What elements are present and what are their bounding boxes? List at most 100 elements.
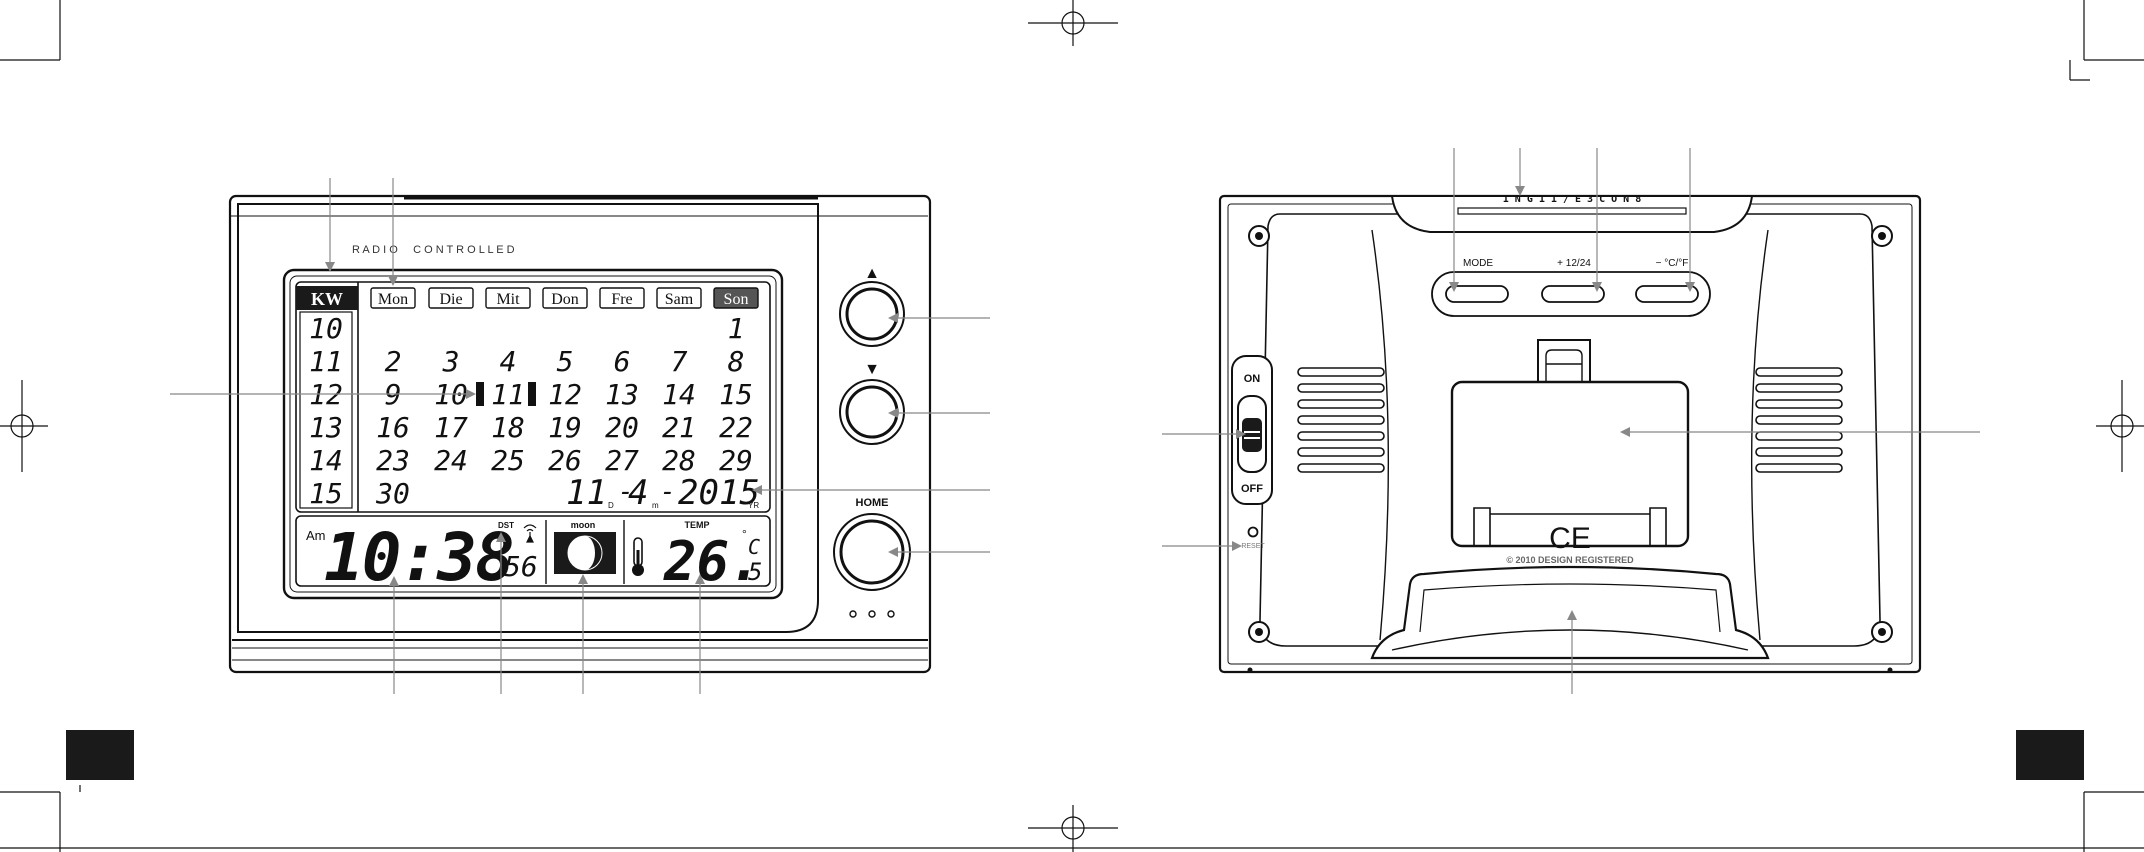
calendar-day-selected: 11 — [491, 378, 525, 411]
temp-decimal: 5 — [748, 558, 762, 586]
date-month: 4 — [628, 473, 648, 513]
day-header-mon: Mon — [378, 291, 408, 308]
calendar-day: 20 — [605, 411, 639, 444]
mode-label: MODE — [1463, 258, 1493, 269]
week-number: 11 — [309, 345, 343, 378]
calendar-day: 18 — [491, 411, 525, 444]
day-header-sam: Sam — [665, 291, 694, 308]
svg-text:-: - — [660, 477, 676, 507]
selected-day-brackets — [476, 382, 536, 406]
unit-button[interactable] — [1635, 285, 1699, 303]
calendar-day: 26 — [548, 444, 582, 477]
calendar-day: 15 — [719, 378, 753, 411]
svg-text:-: - — [618, 477, 634, 507]
week-header: KW — [311, 289, 343, 309]
calendar-day: 7 — [671, 345, 688, 378]
week-number: 14 — [309, 444, 343, 477]
button-up-symbol: ▲ — [864, 265, 880, 282]
ce-mark: CE — [1549, 522, 1591, 555]
day-header-die: Die — [439, 291, 462, 308]
display-code: 1 N G 1 1 / E 3 C O N 8 — [1503, 194, 1641, 205]
date-year: 2015 — [678, 473, 760, 513]
vent-slot — [1755, 383, 1843, 393]
week-header-badge — [296, 286, 358, 310]
day-header-fre: Fre — [611, 291, 632, 308]
calendar-day: 13 — [605, 378, 639, 411]
vent-slot — [1755, 399, 1843, 409]
registration-mark-right — [2096, 380, 2144, 472]
screw-icons — [1247, 225, 1893, 673]
battery-door[interactable] — [1450, 380, 1690, 548]
down-button[interactable] — [839, 379, 905, 445]
stand-clip — [1537, 339, 1591, 384]
registration-mark-left — [0, 380, 48, 472]
time-dst: DST — [498, 521, 514, 530]
vent-slot — [1297, 383, 1385, 393]
vent-slot — [1755, 431, 1843, 441]
calendar-day: 21 — [662, 411, 696, 444]
calendar-day: 17 — [434, 411, 468, 444]
date-day: 11 — [566, 473, 607, 513]
vent-slots-right — [1755, 367, 1843, 473]
calendar-day: 27 — [605, 444, 639, 477]
calendar-day: 23 — [376, 444, 410, 477]
vent-slot — [1755, 463, 1843, 473]
hour-format-button[interactable] — [1541, 285, 1605, 303]
calendar-day: 16 — [376, 411, 410, 444]
registration-mark-top — [1028, 0, 1118, 46]
day-header-box — [656, 287, 702, 309]
back-stand — [1370, 565, 1770, 660]
date-readout: 11 D 4 - m - 2015 YR — [566, 473, 760, 513]
calendar-day: 30 — [375, 477, 410, 510]
time-display: 10:38 — [324, 519, 513, 596]
day-header-box — [428, 287, 474, 309]
vent-slot — [1297, 431, 1385, 441]
reset-label: RESET — [1241, 543, 1265, 550]
calendar-day: 5 — [557, 345, 574, 378]
page-tab-left — [66, 730, 134, 780]
calendar-day: 6 — [614, 345, 631, 378]
calendar-day: 19 — [548, 411, 582, 444]
page-tab-right — [2016, 730, 2084, 780]
calendar-day: 22 — [719, 411, 753, 444]
reset-button[interactable] — [1247, 526, 1259, 538]
temp-degree: ° — [742, 527, 747, 541]
calendar-day: 1 — [728, 312, 745, 345]
back-view: 1 N G 1 1 / E 3 C O N 8 MODE + 12/24 − °… — [1162, 148, 1980, 694]
day-header-box — [485, 287, 531, 309]
calendar-day: 12 — [548, 378, 582, 411]
design-registered: © 2010 DESIGN REGISTERED — [1506, 555, 1634, 565]
calendar-day: 29 — [719, 444, 753, 477]
vent-slot — [1297, 415, 1385, 425]
calendar-day: 8 — [728, 345, 745, 378]
back-callouts — [1162, 148, 1980, 694]
calendar-day: 14 — [662, 378, 696, 411]
calendar-day: 28 — [662, 444, 696, 477]
mode-button[interactable] — [1445, 285, 1509, 303]
time-area — [295, 515, 771, 587]
temp-unit: C — [748, 535, 760, 559]
week-number: 10 — [309, 312, 343, 345]
calendar-day: 24 — [434, 444, 468, 477]
calendar-day: 2 — [385, 345, 402, 378]
date-year-suffix: YR — [748, 501, 759, 510]
temp-label: TEMP — [684, 520, 709, 530]
day-header-mit: Mit — [496, 291, 520, 308]
moon-label: moon — [571, 520, 596, 530]
day-header-son: Son — [724, 291, 749, 308]
vent-slot — [1755, 367, 1843, 377]
day-header-don: Don — [551, 291, 579, 308]
vent-slot — [1297, 367, 1385, 377]
date-month-suffix: m — [652, 501, 659, 510]
unit-label: − °C/°F — [1656, 258, 1689, 269]
temp-value: 26. — [663, 530, 762, 593]
up-button[interactable] — [839, 281, 905, 347]
home-button[interactable] — [833, 513, 911, 591]
home-label: HOME — [856, 497, 889, 509]
moon-phase-icon — [567, 535, 603, 571]
week-number: 13 — [309, 411, 343, 444]
vent-slots-left — [1297, 367, 1385, 473]
vent-slot — [1755, 415, 1843, 425]
calendar-day: 4 — [500, 345, 517, 378]
